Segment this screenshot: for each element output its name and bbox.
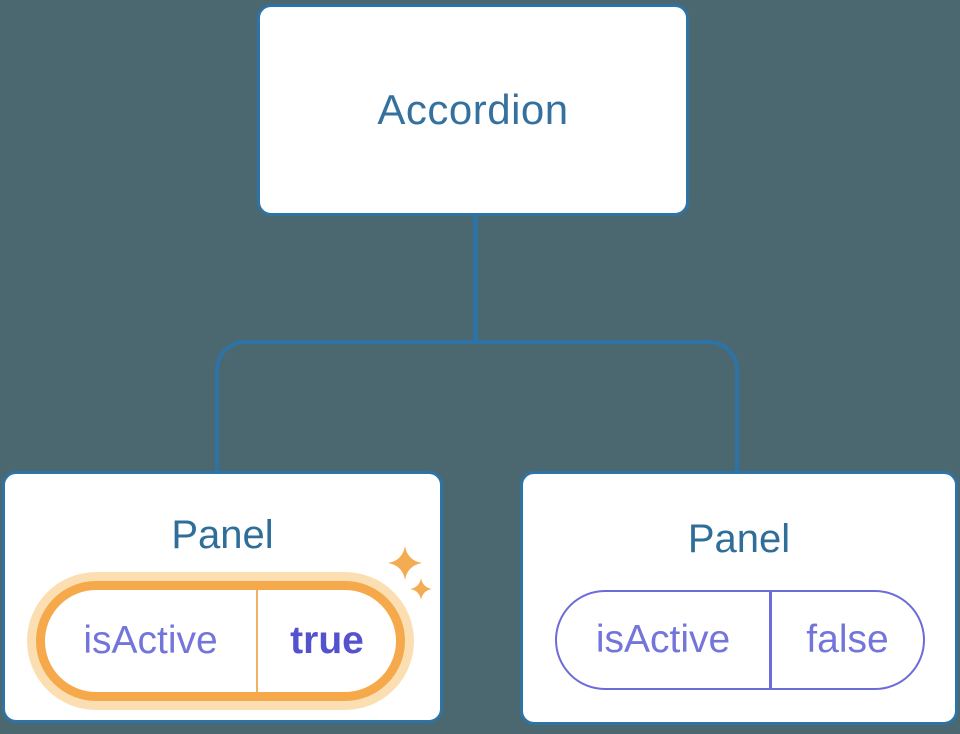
state-name-label: isActive [83, 619, 218, 662]
panel-node-active: Panel isActive true [2, 471, 443, 723]
accordion-node: Accordion [257, 4, 689, 216]
state-name-label: isActive [595, 618, 731, 661]
pill-divider [769, 592, 772, 688]
accordion-label: Accordion [377, 86, 569, 133]
tree-connector-bracket [215, 340, 739, 471]
sparkles-icon [388, 546, 432, 600]
panel-title: Panel [171, 513, 274, 557]
panel-node-inactive: Panel isActive false [520, 471, 958, 725]
state-value-label: true [290, 619, 364, 662]
tree-connector-stem [473, 212, 478, 344]
state-pill-inactive: isActive false [555, 590, 925, 690]
pill-divider [256, 590, 258, 692]
state-pill-active: isActive true [36, 581, 405, 701]
state-value-label: false [806, 618, 889, 661]
panel-title: Panel [687, 517, 791, 561]
